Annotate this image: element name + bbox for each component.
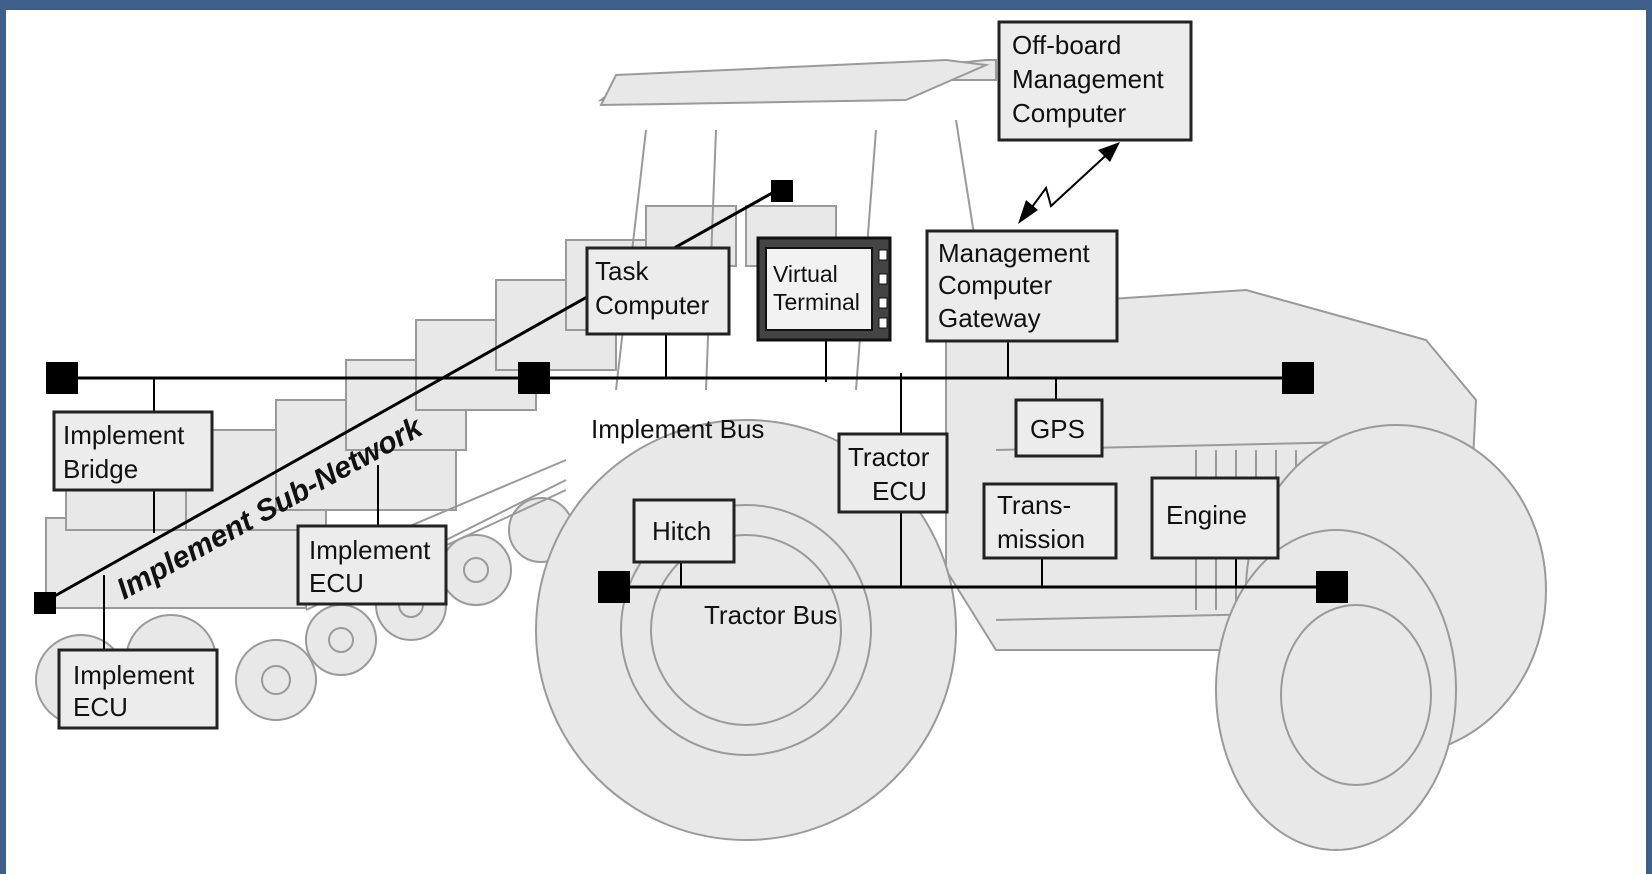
node-offboard-computer: Off-board Management Computer <box>997 20 1193 142</box>
svg-text:Computer: Computer <box>1012 98 1126 128</box>
terminal-button-3 <box>878 297 888 309</box>
virtual-terminal-line-1: Virtual <box>773 261 838 287</box>
subnetwork-terminator-bottom <box>34 592 56 614</box>
offboard-line-3: Computer <box>1012 98 1126 128</box>
gps-label: GPS <box>1030 414 1085 444</box>
wireless-arrow-head-top <box>1098 142 1120 162</box>
svg-text:Management: Management <box>1012 64 1165 94</box>
tractor-bus-terminator-right <box>1316 571 1348 603</box>
offboard-line-2: Management <box>1012 64 1165 94</box>
svg-text:Bridge: Bridge <box>63 454 138 484</box>
node-transmission: Trans- mission <box>982 482 1118 560</box>
virtual-terminal-line-2: Terminal <box>773 289 860 315</box>
svg-text:mission: mission <box>997 524 1085 554</box>
gateway-line-1: Management <box>938 238 1091 268</box>
offboard-line-1: Off-board <box>1012 30 1121 60</box>
subnetwork-terminator-top <box>771 180 793 202</box>
node-engine: Engine <box>1150 476 1280 560</box>
wireless-link <box>1018 142 1120 224</box>
implement-bridge-line-2: Bridge <box>63 454 138 484</box>
node-implement-ecu-low: Implement ECU <box>57 648 219 730</box>
gateway-line-3: Gateway <box>938 303 1041 333</box>
task-computer-line-2: Computer <box>595 290 709 320</box>
svg-text:Off-board: Off-board <box>1012 30 1121 60</box>
implement-bus: Implement Bus <box>46 362 1314 444</box>
svg-text:Engine: Engine <box>1166 500 1247 530</box>
implement-ecu-low-line-2: ECU <box>73 692 128 722</box>
engine-label: Engine <box>1166 500 1247 530</box>
svg-text:Gateway: Gateway <box>938 303 1041 333</box>
svg-text:Implement: Implement <box>309 535 431 565</box>
svg-text:Management: Management <box>938 238 1091 268</box>
svg-text:Terminal: Terminal <box>773 289 860 315</box>
bus-stubs <box>103 333 1237 650</box>
node-virtual-terminal: Virtual Terminal <box>756 236 892 342</box>
implement-bus-terminator-left <box>46 362 78 394</box>
svg-text:Implement: Implement <box>73 660 195 690</box>
tractor-ecu-line-2: ECU <box>872 476 927 506</box>
diagram-canvas: Implement Bus Tractor Bus Implement Sub-… <box>6 10 1646 874</box>
implement-bus-terminator-right <box>1282 362 1314 394</box>
tractor-bus-terminator-left <box>598 571 630 603</box>
svg-text:Implement: Implement <box>63 420 185 450</box>
implement-bus-terminator-mid <box>518 362 550 394</box>
task-computer-line-1: Task <box>595 256 649 286</box>
svg-text:Computer: Computer <box>938 270 1052 300</box>
node-implement-ecu-mid: Implement ECU <box>296 524 448 606</box>
transmission-line-1: Trans- <box>997 490 1071 520</box>
svg-text:Task: Task <box>595 256 649 286</box>
svg-text:Trans-: Trans- <box>997 490 1071 520</box>
background-illustration <box>35 58 1547 851</box>
svg-text:ECU: ECU <box>872 476 927 506</box>
wireless-arrow-head-bottom <box>1018 200 1038 224</box>
svg-text:Computer: Computer <box>595 290 709 320</box>
terminal-button-4 <box>878 317 888 329</box>
implement-bridge-line-1: Implement <box>63 420 185 450</box>
implement-ecu-mid-line-1: Implement <box>309 535 431 565</box>
svg-text:GPS: GPS <box>1030 414 1085 444</box>
gateway-line-2: Computer <box>938 270 1052 300</box>
svg-text:Hitch: Hitch <box>652 516 711 546</box>
network-diagram: Implement Bus Tractor Bus Implement Sub-… <box>34 20 1547 851</box>
svg-text:ECU: ECU <box>73 692 128 722</box>
node-implement-bridge: Implement Bridge <box>52 410 214 492</box>
node-hitch: Hitch <box>632 498 736 564</box>
tractor-ecu-line-1: Tractor <box>848 442 930 472</box>
implement-bus-label: Implement Bus <box>591 414 764 444</box>
node-tractor-ecu: Tractor ECU <box>837 432 949 514</box>
svg-text:Virtual: Virtual <box>773 261 838 287</box>
terminal-button-2 <box>878 273 888 285</box>
node-task-computer: Task Computer <box>585 246 731 336</box>
node-gps: GPS <box>1014 398 1104 458</box>
implement-ecu-mid-line-2: ECU <box>309 568 364 598</box>
tractor-illustration <box>535 58 1547 851</box>
svg-text:Tractor: Tractor <box>848 442 930 472</box>
svg-text:ECU: ECU <box>309 568 364 598</box>
transmission-line-2: mission <box>997 524 1085 554</box>
implement-ecu-low-line-1: Implement <box>73 660 195 690</box>
tractor-bus: Tractor Bus <box>598 571 1348 630</box>
terminal-button-1 <box>878 249 888 261</box>
hitch-label: Hitch <box>652 516 711 546</box>
node-management-gateway: Management Computer Gateway <box>925 229 1119 343</box>
tractor-bus-label: Tractor Bus <box>704 600 837 630</box>
